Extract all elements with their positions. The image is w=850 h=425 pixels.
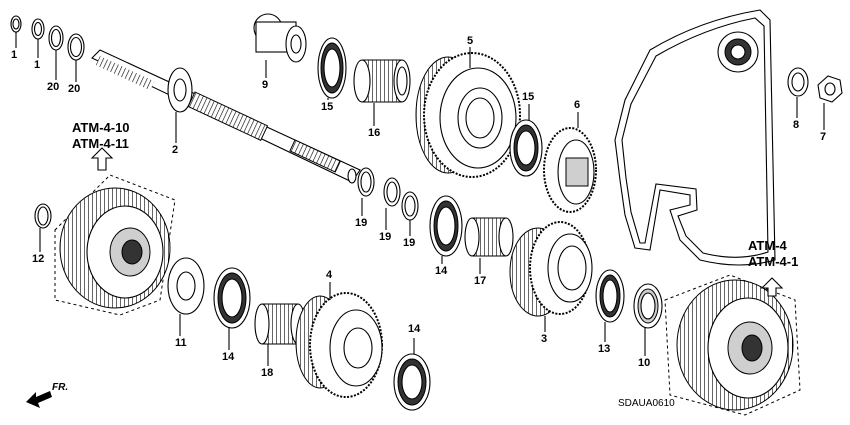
callout-20a: 20: [47, 81, 60, 93]
callout-16: 16: [368, 127, 381, 139]
gear-3: [509, 221, 593, 317]
snap-ring-20b: [67, 33, 85, 61]
thrust-bearing-14b: [213, 267, 251, 329]
mainshaft: [91, 49, 361, 184]
callout-19a: 19: [355, 217, 368, 229]
front-label: FR.: [52, 382, 69, 393]
diagram-code: SDAUA0610: [618, 398, 675, 409]
callout-9: 9: [262, 79, 269, 91]
thrust-bearing-13: [595, 269, 625, 323]
ref-atm-4-10[interactable]: ATM-4-10: [72, 120, 130, 135]
thrust-washer-19b: [383, 177, 401, 207]
callout-7: 7: [820, 131, 827, 143]
clutch-assembly-left: [54, 174, 176, 316]
callout-10: 10: [638, 357, 651, 369]
thrust-washer-10: [633, 283, 663, 329]
ring-8: [787, 67, 809, 97]
thrust-bearing-15a: [317, 37, 347, 99]
callout-14b: 14: [222, 351, 235, 363]
callout-12: 12: [32, 253, 45, 265]
gasket-cover: [614, 9, 776, 266]
callout-15b: 15: [522, 91, 535, 103]
callout-2: 2: [172, 144, 179, 156]
thrust-bearing-14c: [393, 353, 431, 411]
ref-label-right[interactable]: ATM-4 ATM-4-1: [748, 238, 798, 270]
callout-15a: 15: [321, 101, 334, 113]
clutch-assembly-right: [664, 274, 801, 416]
thrust-bearing-14a: [429, 195, 463, 257]
gear-5: [415, 52, 521, 178]
callout-19c: 19: [403, 237, 416, 249]
gear-6: [543, 127, 597, 213]
thrust-washer-19c: [401, 191, 419, 221]
callout-13: 13: [598, 343, 611, 355]
snap-ring-20a: [48, 25, 64, 51]
callout-20b: 20: [68, 83, 81, 95]
callout-1a: 1: [11, 49, 18, 61]
needle-bearing-16: [353, 59, 411, 103]
thrust-shim-11: [167, 257, 205, 315]
gear-4: [295, 292, 383, 398]
lock-nut-7: [817, 75, 843, 103]
callout-3: 3: [541, 333, 548, 345]
stator-shaft: [253, 13, 307, 63]
callout-4: 4: [326, 269, 333, 281]
ref-atm-4-1[interactable]: ATM-4-1: [748, 254, 799, 269]
callout-18: 18: [261, 367, 274, 379]
callout-14c: 14: [408, 323, 421, 335]
callout-1b: 1: [34, 59, 41, 71]
callout-19b: 19: [379, 231, 392, 243]
ref-atm-4-11[interactable]: ATM-4-11: [72, 136, 129, 151]
thrust-washer-19a: [357, 167, 375, 197]
callout-17: 17: [474, 275, 487, 287]
callout-11: 11: [175, 337, 187, 349]
thrust-bearing-15b: [509, 119, 543, 177]
callout-6: 6: [574, 99, 581, 111]
ref-atm-4[interactable]: ATM-4: [748, 238, 787, 253]
callout-5: 5: [467, 35, 474, 47]
ref-label-top-left[interactable]: ATM-4-10 ATM-4-11: [72, 120, 130, 152]
snap-ring-12: [34, 203, 52, 229]
callout-14a: 14: [435, 265, 448, 277]
callout-8: 8: [793, 119, 800, 131]
snap-ring-1b: [31, 18, 45, 40]
needle-bearing-17: [464, 217, 514, 257]
front-arrow: [26, 391, 52, 408]
snap-ring-1a: [10, 15, 22, 33]
